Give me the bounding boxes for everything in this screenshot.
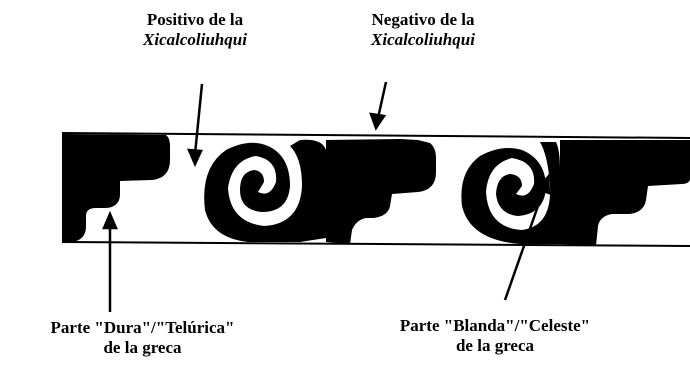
stepped-block-middle [326,139,436,244]
arrow-hard-head [104,214,116,228]
hard-part-label: Parte "Dura"/"Telúrica" de la greca [0,318,285,358]
arrow-positive-head [189,150,201,164]
soft-part-label-line2: de la greca [345,336,645,356]
stepped-block-right [560,140,690,246]
spiral-negative [461,142,560,244]
arrow-negative [378,82,386,118]
hard-part-label-line2: de la greca [0,338,285,358]
soft-part-label-line1: Parte "Blanda"/"Celeste" [345,316,645,336]
greca-shapes [62,134,690,246]
soft-part-label: Parte "Blanda"/"Celeste" de la greca [345,316,645,356]
arrow-positive [195,84,202,154]
spiral-positive [204,140,326,242]
arrow-negative-head [371,114,384,128]
hard-part-label-line1: Parte "Dura"/"Telúrica" [0,318,285,338]
